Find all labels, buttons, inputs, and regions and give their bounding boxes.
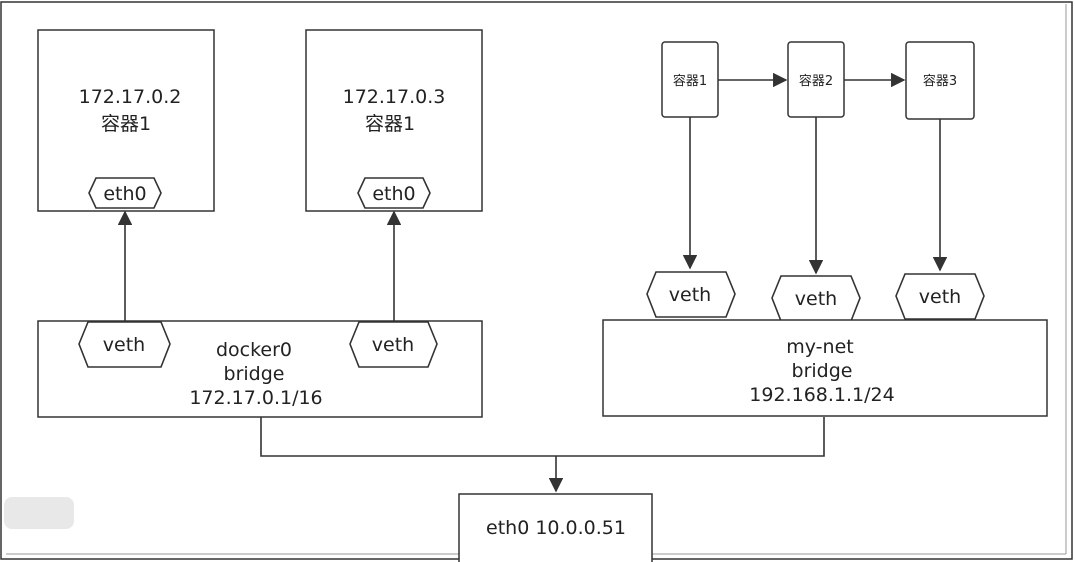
small-container-1: 容器1 — [661, 41, 719, 118]
container-box-1: 172.17.0.2 容器1 eth0 — [37, 29, 215, 212]
small-container-1-label: 容器1 — [673, 73, 707, 89]
mynet-veth-label-1: veth — [669, 284, 711, 306]
container-1-name: 容器1 — [101, 113, 151, 135]
mynet-veth-label-3: veth — [919, 286, 961, 308]
docker0-veth-left-hexagon — [78, 321, 171, 368]
mynet-subnet: 192.168.1.1/24 — [749, 384, 894, 406]
container-2-ip: 172.17.0.3 — [343, 86, 446, 108]
container-1-eth0-label: eth0 — [103, 183, 146, 205]
host-eth0-box: eth0 10.0.0.51 — [458, 493, 653, 562]
docker0-name: docker0 — [216, 339, 292, 361]
mynet-veth-hexagon-3 — [895, 273, 985, 320]
container-2-eth0-label: eth0 — [372, 183, 415, 205]
host-eth0-label: eth0 10.0.0.51 — [486, 517, 626, 539]
small-container-2: 容器2 — [787, 41, 845, 118]
small-container-3: 容器3 — [905, 41, 975, 120]
docker0-bridge: veth veth docker0 bridge 172.17.0.1/16 — [37, 320, 483, 418]
docker0-type: bridge — [224, 363, 285, 385]
blurred-watermark — [4, 497, 74, 529]
mynet-veth-hexagon-1 — [646, 271, 736, 318]
mynet-type: bridge — [792, 360, 853, 382]
eth0-hexagon-1 — [88, 177, 162, 209]
container-1-ip: 172.17.0.2 — [79, 86, 182, 108]
mynet-veth-label-2: veth — [795, 288, 837, 310]
docker0-veth-right-hexagon — [349, 321, 438, 368]
mynet-name: my-net — [786, 336, 853, 358]
bridge-connector-line — [260, 417, 825, 457]
docker0-veth-right-label: veth — [372, 334, 414, 356]
small-container-3-label: 容器3 — [923, 73, 957, 89]
docker0-veth-left-label: veth — [103, 334, 145, 356]
eth0-hexagon-2 — [357, 177, 431, 209]
small-container-2-label: 容器2 — [799, 73, 833, 89]
container-box-2: 172.17.0.3 容器1 eth0 — [305, 29, 483, 212]
mynet-bridge: my-net bridge 192.168.1.1/24 — [602, 319, 1048, 417]
docker0-subnet: 172.17.0.1/16 — [189, 387, 322, 409]
container-2-name: 容器1 — [365, 113, 415, 135]
